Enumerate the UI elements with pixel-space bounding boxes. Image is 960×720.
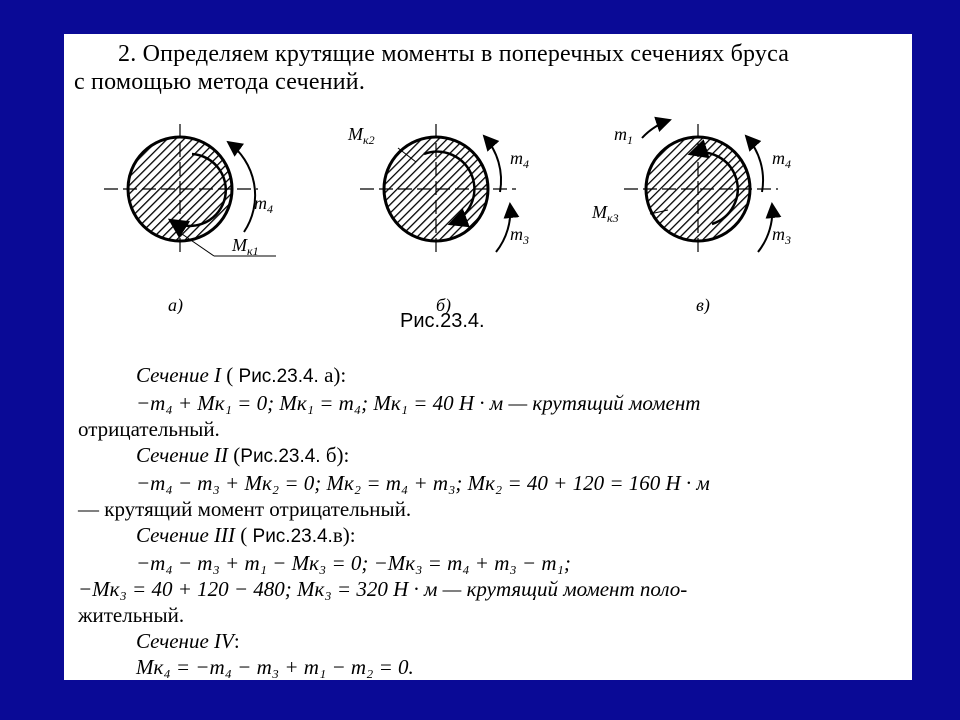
intro-text: 2. Определяем крутящие моменты в попереч…: [74, 40, 789, 96]
external-moment-arrow-m3: [495, 202, 520, 253]
label-m4: m: [510, 148, 523, 168]
label-Mk2: M: [347, 124, 364, 144]
equation-line: отрицательный.: [78, 417, 220, 441]
equation-line: −m₄ − m₃ + m₁ − Mк₃ = 0; −Mк₃ = m₄ + m₃ …: [136, 551, 571, 575]
intro-line-1: 2. Определяем крутящие моменты в попереч…: [118, 41, 790, 67]
external-moment-arrow: [226, 140, 257, 233]
external-moment-arrow-m4: [744, 134, 765, 193]
figure-reference: Рис.23.4.: [238, 366, 319, 387]
sections-text: Сечение I ( Рис.23.4. а): −m₄ + Mк₁ = 0;…: [78, 362, 908, 680]
figure-panel-a: m4 Mк1 а): [104, 124, 276, 314]
svg-text:m4: m4: [254, 193, 273, 216]
internal-torque-arrow: [687, 139, 739, 226]
section-1-heading: Сечение I ( Рис.23.4. а):: [136, 363, 347, 387]
label-Mk3: M: [591, 202, 608, 222]
panel-letter-a: а): [168, 295, 183, 314]
svg-text:m4: m4: [772, 148, 791, 171]
equation-line: −m₄ − m₃ + Mк₂ = 0; Mк₂ = m₄ + m₃; Mк₂ =…: [136, 471, 710, 495]
document-page: 2. Определяем крутящие моменты в попереч…: [64, 34, 912, 680]
external-moment-arrow-m1: [641, 116, 672, 139]
label-m1: m: [614, 124, 627, 144]
equation-line: −Mк₃ = 40 + 120 − 480; Mк₃ = 320 Н · м —…: [78, 577, 688, 601]
external-moment-arrow-m4: [482, 134, 503, 193]
label-m4: m: [772, 148, 785, 168]
section-4-heading: Сечение IV:: [136, 629, 240, 653]
svg-text:Mк1: Mк1: [231, 235, 259, 258]
intro-line-2: с помощью метода сечений.: [74, 69, 366, 95]
section-3-heading: Сечение III ( Рис.23.4.в):: [136, 523, 356, 547]
svg-text:Mк2: Mк2: [347, 124, 375, 147]
internal-torque-arrow: [423, 150, 476, 228]
section-2-heading: Сечение II (Рис.23.4. б):: [136, 443, 350, 467]
svg-text:m1: m1: [614, 124, 633, 147]
figure-panel-v: m1 Mк3 m4 m3 в): [591, 116, 791, 314]
figure-reference: Рис.23.4.: [240, 446, 321, 467]
svg-text:m4: m4: [510, 148, 529, 171]
cross-section-figures: m4 Mк1 а) Mк2 m4 m3 б): [104, 116, 791, 314]
equation-line: −m₄ + Mк₁ = 0; Mк₁ = m₄; Mк₁ = 40 Н · м …: [136, 391, 701, 415]
panel-letter-v: в): [696, 295, 710, 314]
svg-text:m3: m3: [772, 224, 791, 247]
figure-reference: Рис.23.4.: [252, 526, 333, 547]
svg-text:Mк3: Mк3: [591, 202, 619, 225]
figure-panel-b: Mк2 m4 m3 б): [347, 124, 529, 314]
equation-line: жительный.: [78, 603, 185, 627]
svg-text:m3: m3: [510, 224, 529, 247]
internal-torque-arrow: [167, 152, 228, 238]
equation-line: Mк₄ = −m₄ − m₃ + m₁ − m₂ = 0.: [136, 655, 414, 679]
equation-line: — крутящий момент отрицательный.: [78, 497, 412, 521]
label-m3: m: [510, 224, 523, 244]
label-Mk1: M: [231, 235, 248, 255]
label-m4: m: [254, 193, 267, 213]
figure-caption: Рис.23.4.: [400, 310, 485, 332]
panel-letter-b: б): [436, 295, 451, 314]
label-m3: m: [772, 224, 785, 244]
external-moment-arrow-m3: [757, 202, 782, 253]
